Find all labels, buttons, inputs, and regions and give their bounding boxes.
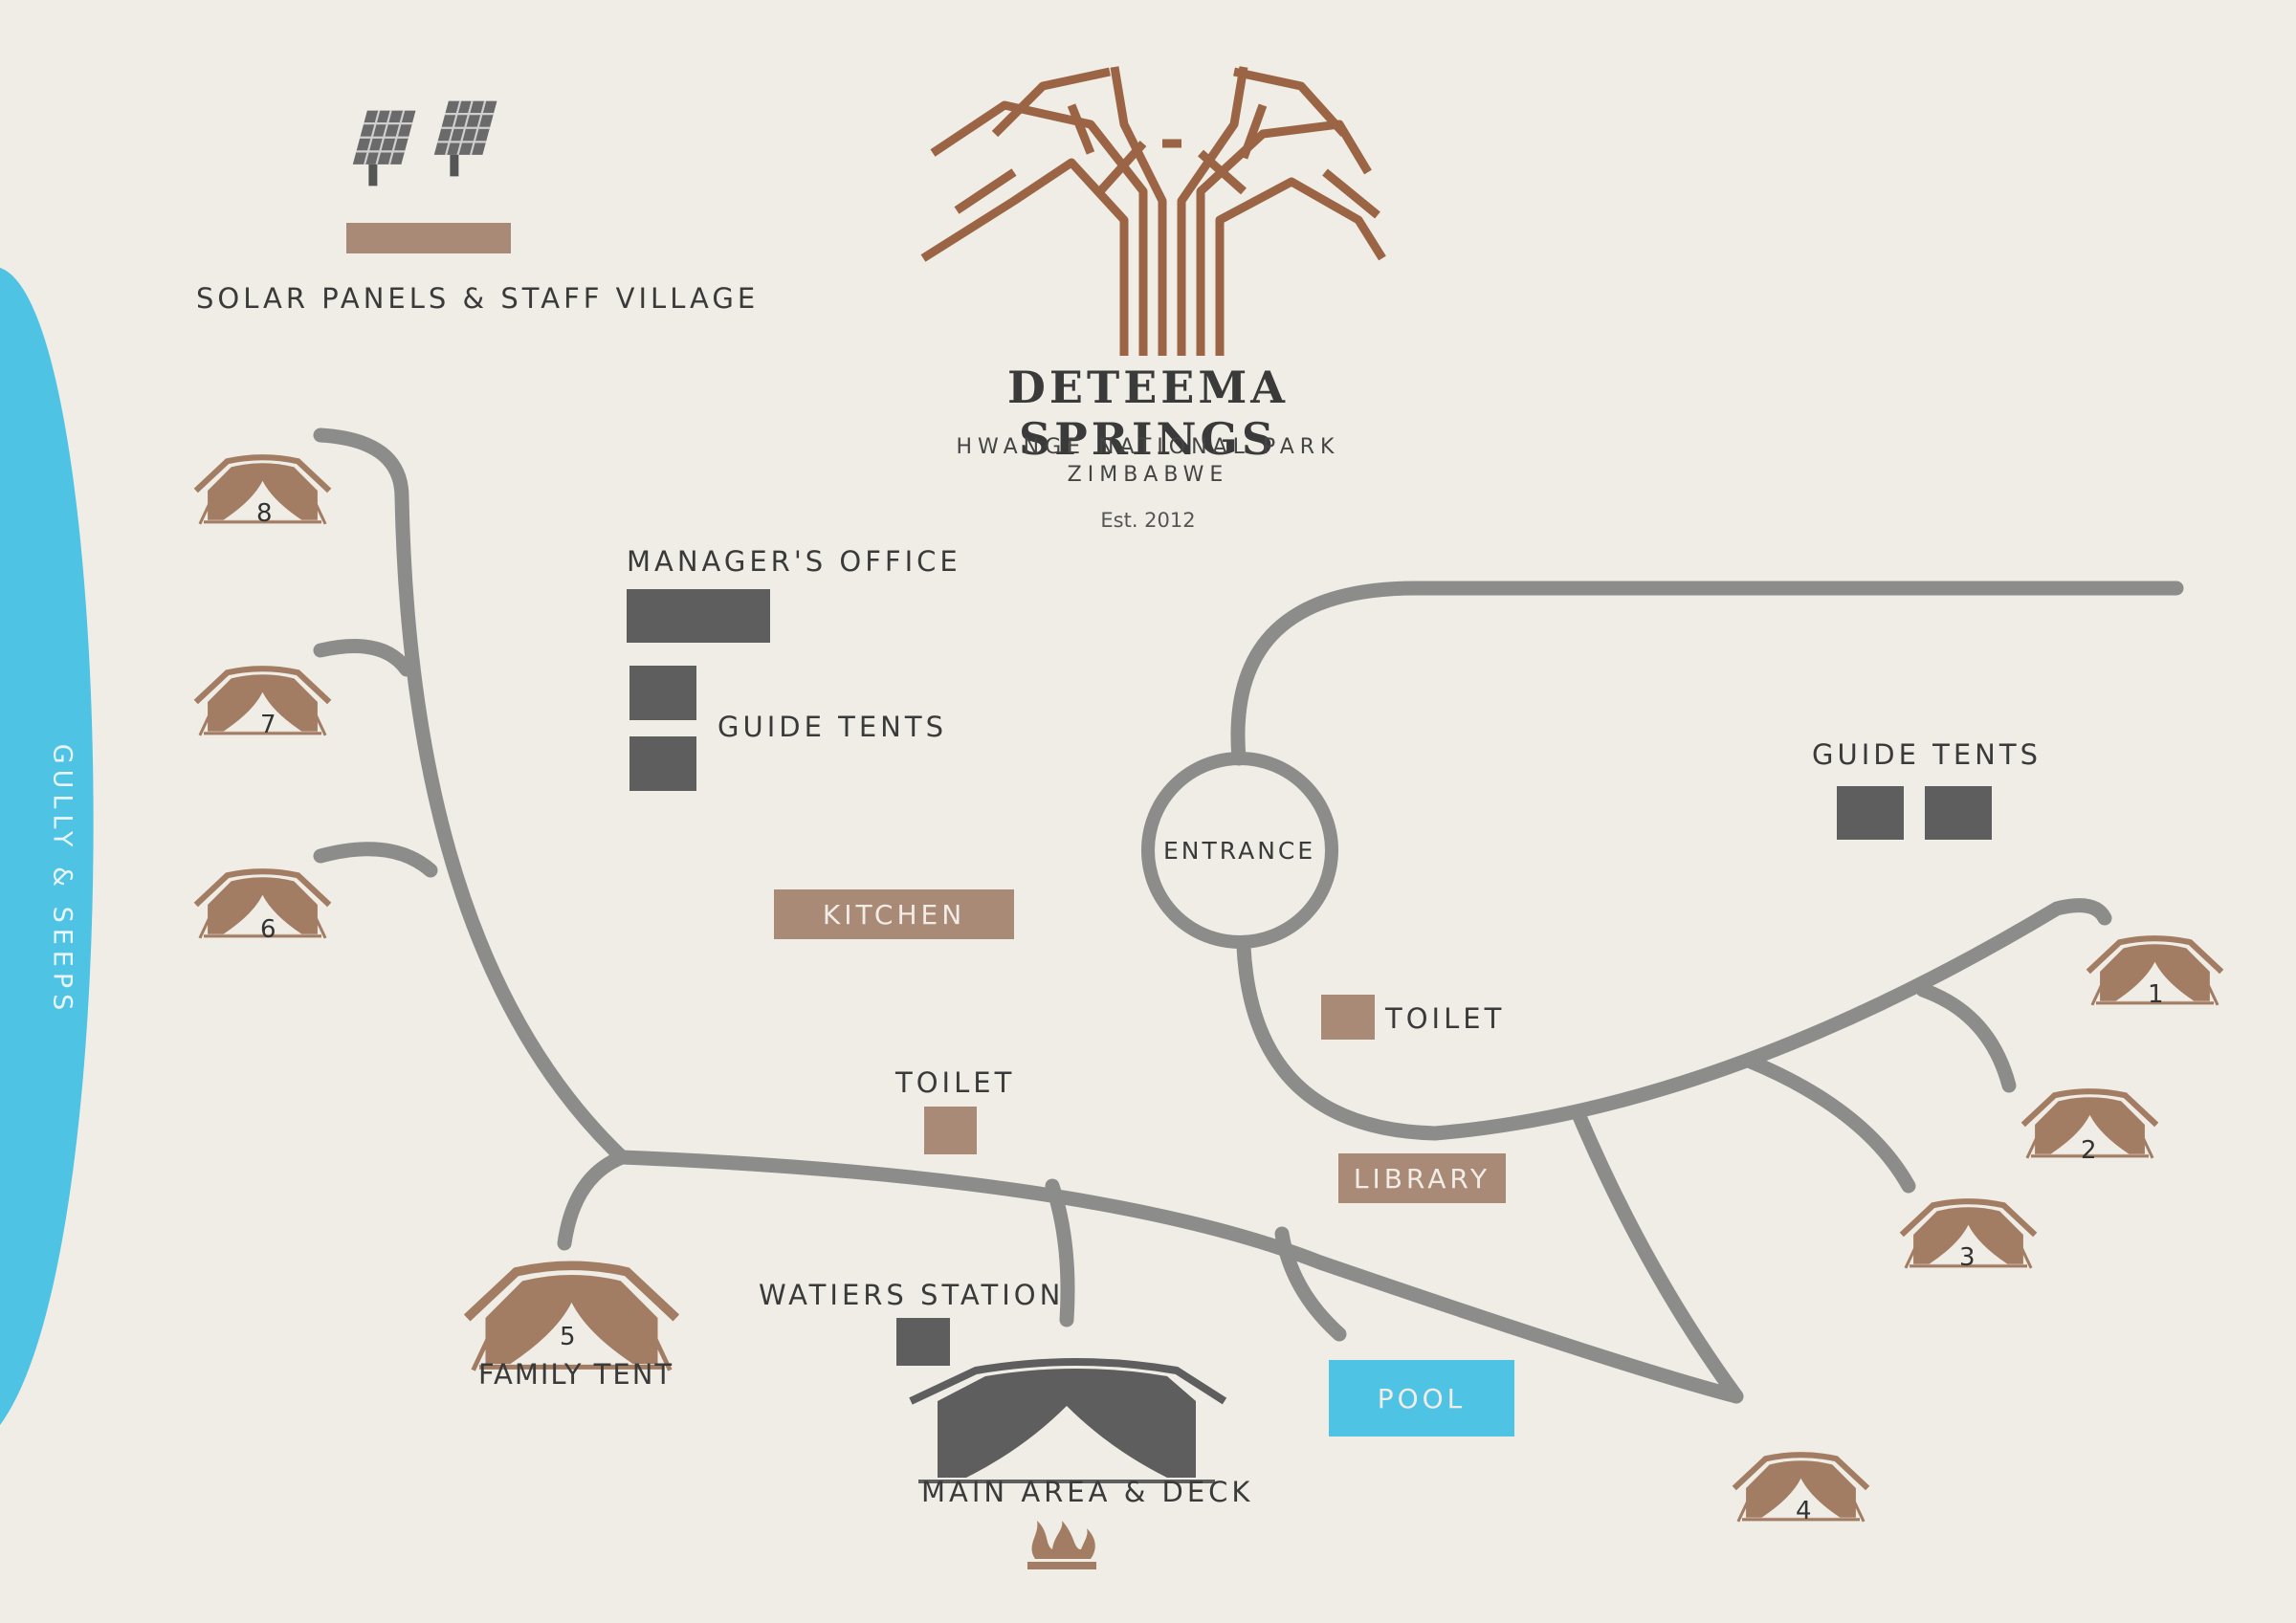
pool-block: POOL bbox=[1329, 1360, 1514, 1437]
kitchen-block: KITCHEN bbox=[774, 889, 1014, 939]
tent-number: 4 bbox=[1796, 1497, 1812, 1525]
toilet-label-right: TOILET bbox=[1385, 1002, 1506, 1035]
managers-office-label: MANAGER'S OFFICE bbox=[627, 545, 961, 578]
family-tent-label: FAMILY TENT bbox=[478, 1358, 674, 1391]
main-area-label: MAIN AREA & DECK bbox=[921, 1476, 1254, 1508]
guide-tents-label-left: GUIDE TENTS bbox=[718, 711, 947, 743]
toilet-block-left bbox=[924, 1107, 977, 1154]
toilet-block-right bbox=[1321, 995, 1375, 1040]
tent-number: 3 bbox=[1959, 1243, 1976, 1272]
guide-tent-block bbox=[1925, 786, 1992, 840]
camp-title: DETEEMA SPRINGS bbox=[1007, 362, 1289, 465]
entrance-circle bbox=[1141, 752, 1338, 949]
toilet-label-left: TOILET bbox=[895, 1066, 1016, 1099]
guide-tent-block bbox=[629, 736, 696, 791]
library-block: LIBRARY bbox=[1338, 1153, 1506, 1203]
water-label: GULLY & SEEPS bbox=[47, 743, 77, 1017]
tent-number: 6 bbox=[260, 915, 276, 944]
park-name: HWANGE NATIONAL PARK bbox=[956, 435, 1340, 459]
waiters-station-block bbox=[896, 1318, 950, 1366]
main-area-tent-icon bbox=[909, 1358, 1227, 1483]
tree-logo-icon bbox=[920, 66, 1386, 356]
tent-number: 7 bbox=[260, 711, 276, 739]
tent-icon bbox=[467, 1265, 676, 1370]
waiters-station-label: WATIERS STATION bbox=[759, 1279, 1065, 1311]
guide-tent-block bbox=[1837, 786, 1904, 840]
tent-number: 5 bbox=[560, 1323, 576, 1351]
staff-village-block bbox=[346, 223, 511, 253]
paths bbox=[313, 428, 2184, 1404]
guide-tent-block bbox=[629, 666, 696, 720]
guide-tents-label-right: GUIDE TENTS bbox=[1812, 738, 2042, 771]
tent-number: 8 bbox=[256, 499, 273, 528]
solar-panel-icon bbox=[432, 99, 499, 178]
country-name: ZIMBABWE bbox=[1067, 463, 1229, 487]
entrance-label: ENTRANCE bbox=[1163, 837, 1316, 865]
water-body bbox=[0, 268, 94, 1425]
tent-number: 1 bbox=[2148, 980, 2164, 1009]
established-date: Est. 2012 bbox=[1100, 509, 1196, 532]
solar-panel-icon bbox=[351, 109, 418, 187]
managers-office-block bbox=[627, 589, 770, 643]
tent-number: 2 bbox=[2081, 1136, 2097, 1165]
solar-label: SOLAR PANELS & STAFF VILLAGE bbox=[196, 282, 760, 315]
fire-icon bbox=[1027, 1521, 1096, 1569]
